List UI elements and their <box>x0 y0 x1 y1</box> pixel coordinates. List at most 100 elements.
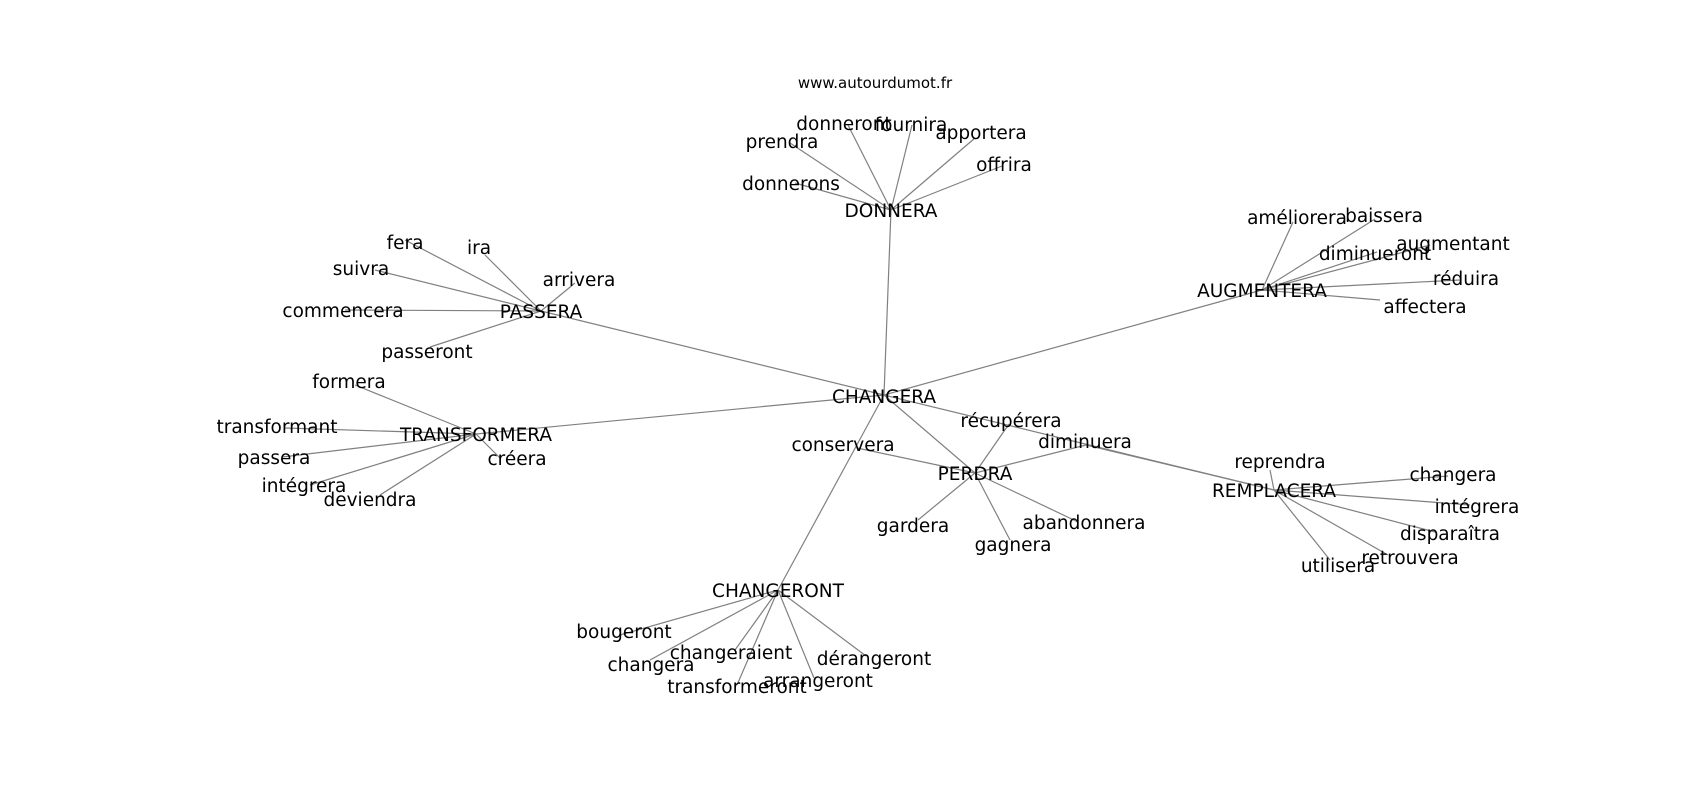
edge-remplacera-leaf <box>1269 469 1275 491</box>
edge-augmentera-leaf <box>1261 251 1378 291</box>
leaf-node-label[interactable]: dérangeront <box>817 649 931 670</box>
leaf-node-label[interactable]: commencera <box>282 301 403 322</box>
leaf-node-label[interactable]: augmentant <box>1396 234 1510 255</box>
edge-perdra-leaf <box>856 447 976 474</box>
hub-node-label[interactable]: DONNERA <box>845 201 938 222</box>
edge-center-donnera <box>883 209 892 396</box>
leaf-node-label[interactable]: deviendra <box>323 490 416 511</box>
edge-changeront-leaf <box>736 589 779 686</box>
edge-transformera-leaf <box>379 433 477 496</box>
edge-donnera-leaf <box>890 165 1003 211</box>
leaf-node-label[interactable]: arrangeront <box>763 671 873 692</box>
leaf-node-label[interactable]: abandonnera <box>1023 513 1146 534</box>
leaf-node-label[interactable]: intégrera <box>1435 497 1520 518</box>
leaf-node-label[interactable]: affectera <box>1383 297 1466 318</box>
leaf-node-label[interactable]: changera <box>1409 465 1496 486</box>
edge-passera-leaf <box>374 269 542 312</box>
leaf-node-label[interactable]: offrira <box>976 155 1032 176</box>
edge-changeront-leaf <box>734 589 779 651</box>
leaf-node-label[interactable]: retrouvera <box>1361 548 1458 569</box>
edge-perdra-leaf <box>974 472 1011 541</box>
leaf-node-label[interactable]: donnerons <box>742 174 840 195</box>
leaf-node-label[interactable]: disparaîtra <box>1400 524 1500 545</box>
leaf-node-label[interactable]: suivra <box>333 259 389 280</box>
edge-augmentera-leaf <box>1261 218 1376 291</box>
edge-remplacera-leaf <box>1273 489 1436 533</box>
edge-augmentera-leaf <box>1261 244 1431 291</box>
leaf-node-label[interactable]: formera <box>312 372 385 393</box>
leaf-node-label[interactable]: réduira <box>1433 269 1499 290</box>
leaf-node-label[interactable]: diminueront <box>1319 244 1431 265</box>
edge-remplacera-leaf <box>1273 489 1331 561</box>
edge-perdra-leaf <box>917 472 976 521</box>
edge-passera-leaf <box>484 254 542 312</box>
leaf-node-label[interactable]: fera <box>387 233 424 254</box>
leaf-node-label[interactable]: arrivera <box>543 270 616 291</box>
hub-node-label[interactable]: TRANSFORMERA <box>399 425 552 446</box>
leaf-node-label[interactable]: ira <box>467 238 491 259</box>
edge-cross <box>1085 444 1275 491</box>
edge-center-changeront <box>777 394 885 591</box>
center-node-label[interactable]: CHANGERA <box>832 387 936 408</box>
leaf-node-label[interactable]: utilisera <box>1301 556 1375 577</box>
edge-changeront-leaf <box>777 589 815 679</box>
edge-donnera-leaf <box>890 137 976 211</box>
edge-donnera-leaf <box>890 124 913 211</box>
edge-changeront-leaf <box>649 589 779 661</box>
edge-passera-leaf <box>344 309 542 312</box>
leaf-node-label[interactable]: conservera <box>791 435 894 456</box>
graph-edges <box>281 124 1471 686</box>
edge-passera-leaf <box>429 310 542 348</box>
edge-changeront-leaf <box>619 589 779 636</box>
leaf-node-label[interactable]: transformeront <box>667 677 807 698</box>
hub-node-label[interactable]: PASSERA <box>500 302 583 323</box>
leaf-node-label[interactable]: changeraient <box>670 643 793 664</box>
leaf-node-label[interactable]: gagnera <box>975 535 1052 556</box>
leaf-node-label[interactable]: améliorera <box>1247 208 1347 229</box>
leaf-node-label[interactable]: baissera <box>1345 206 1423 227</box>
edge-perdra-leaf <box>974 423 1010 474</box>
leaf-node-label[interactable]: changera <box>607 655 694 676</box>
leaf-node-label[interactable]: récupérera <box>960 411 1061 432</box>
hub-node-label[interactable]: AUGMENTERA <box>1197 281 1327 302</box>
edge-perdra-leaf <box>974 444 1087 474</box>
hub-node-label[interactable]: CHANGERONT <box>712 581 845 602</box>
leaf-node-label[interactable]: intégrera <box>262 476 347 497</box>
edge-passera-leaf <box>540 282 576 312</box>
leaf-node-label[interactable]: reprendra <box>1234 452 1325 473</box>
edge-transformera-leaf <box>284 427 477 435</box>
edge-augmentera-leaf <box>1261 221 1294 291</box>
edge-changeront-leaf <box>777 589 867 657</box>
edge-center-transformera <box>475 394 885 435</box>
edge-center-perdra <box>883 394 976 474</box>
edge-transformera-leaf <box>309 433 477 486</box>
leaf-node-label[interactable]: prendra <box>746 132 819 153</box>
leaf-node-label[interactable]: donneront <box>796 114 891 135</box>
edge-perdra-leaf <box>974 472 1079 523</box>
leaf-node-label[interactable]: fournira <box>875 115 948 136</box>
graph-labels: www.autourdumot.fr CHANGERA fera ira suivr… <box>216 74 1519 698</box>
leaf-node-label[interactable]: passeront <box>381 342 472 363</box>
edge-augmentera-leaf <box>1261 289 1381 301</box>
leaf-node-label[interactable]: passera <box>238 448 311 469</box>
edge-transformera-leaf <box>475 433 501 459</box>
edge-transformera-leaf <box>281 433 477 458</box>
hub-node-label[interactable]: PERDRA <box>938 464 1013 485</box>
edge-donnera-leaf <box>847 124 892 211</box>
edge-center-augmentera <box>883 289 1263 396</box>
edge-augmentera-leaf <box>1261 279 1461 291</box>
watermark-text: www.autourdumot.fr <box>798 74 953 92</box>
leaf-node-label[interactable]: apportera <box>935 123 1026 144</box>
leaf-node-label[interactable]: créera <box>487 449 546 470</box>
edge-passera-leaf <box>404 239 542 312</box>
edge-donnera-leaf <box>794 182 892 211</box>
hub-node-label[interactable]: REMPLACERA <box>1212 481 1336 502</box>
edge-remplacera-leaf <box>1273 489 1471 506</box>
edge-donnera-leaf <box>789 142 892 211</box>
leaf-node-label[interactable]: transformant <box>216 417 337 438</box>
leaf-node-label[interactable]: bougeront <box>576 622 671 643</box>
leaf-node-label[interactable]: diminuera <box>1038 432 1132 453</box>
edge-transformera-leaf <box>354 384 477 435</box>
leaf-node-label[interactable]: gardera <box>877 516 949 537</box>
